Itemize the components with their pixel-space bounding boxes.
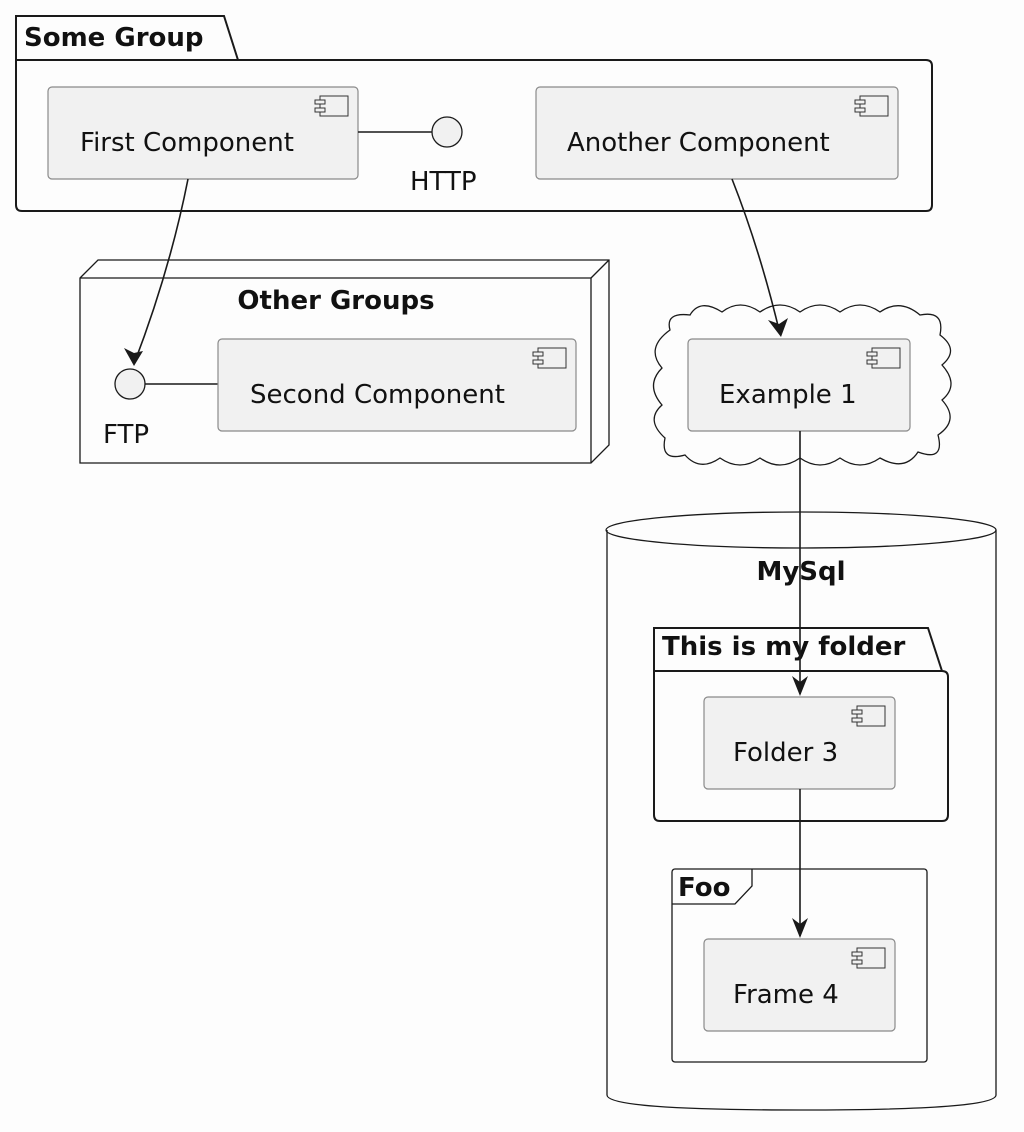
arrow-first-to-ftp xyxy=(124,178,189,366)
component-icon xyxy=(851,705,886,727)
http-interface[interactable]: HTTP xyxy=(358,116,477,197)
some-group-package: Some Group xyxy=(15,15,933,212)
second-component[interactable]: Second Component xyxy=(217,338,577,432)
ftp-label: FTP xyxy=(103,420,149,450)
foo-title: Foo xyxy=(678,873,730,903)
mysql-database: MySql xyxy=(605,511,997,1111)
component-icon xyxy=(851,947,886,969)
another-component-label: Another Component xyxy=(567,128,830,158)
some-group-title: Some Group xyxy=(24,23,204,53)
folder-3-label: Folder 3 xyxy=(733,738,838,768)
ftp-interface[interactable]: FTP xyxy=(103,368,218,450)
second-component-label: Second Component xyxy=(250,380,505,410)
cloud-container xyxy=(652,304,952,466)
first-component-label: First Component xyxy=(80,128,294,158)
other-groups-node: Other Groups xyxy=(79,259,610,464)
arrow-another-to-example1 xyxy=(731,178,788,337)
another-component[interactable]: Another Component xyxy=(535,86,899,180)
component-icon xyxy=(866,347,901,369)
arrow-example1-to-folder3 xyxy=(792,431,808,696)
frame-4-label: Frame 4 xyxy=(733,980,839,1010)
mysql-title: MySql xyxy=(756,557,845,587)
frame-4-component[interactable]: Frame 4 xyxy=(703,938,896,1032)
component-icon xyxy=(854,95,889,117)
example-1-label: Example 1 xyxy=(719,380,857,410)
http-label: HTTP xyxy=(410,167,477,197)
folder-3-component[interactable]: Folder 3 xyxy=(703,696,896,790)
component-icon xyxy=(532,347,567,369)
my-folder-title: This is my folder xyxy=(662,632,906,662)
other-groups-title: Other Groups xyxy=(237,286,434,316)
component-icon xyxy=(314,95,349,117)
example-1-component[interactable]: Example 1 xyxy=(687,338,911,432)
first-component[interactable]: First Component xyxy=(47,86,359,180)
my-folder-package: This is my folder xyxy=(653,627,949,822)
arrow-folder3-to-frame4 xyxy=(792,789,808,938)
